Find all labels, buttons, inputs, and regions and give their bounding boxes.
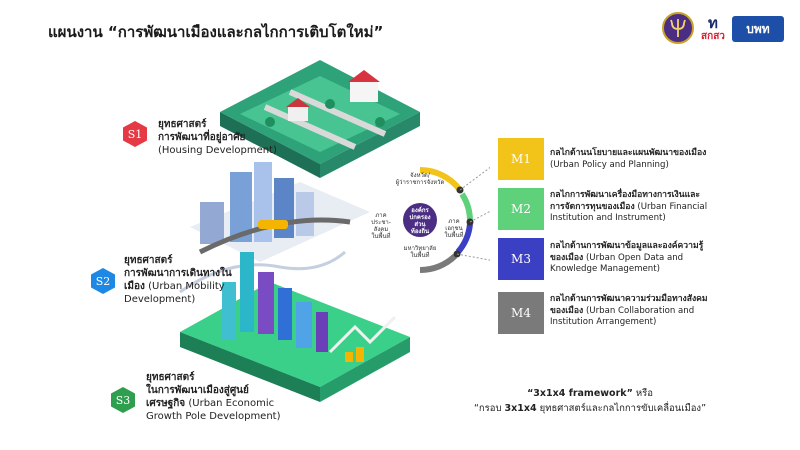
hub-left-line3: สังคม bbox=[373, 226, 389, 233]
tsri-logo-text: สกสว bbox=[701, 30, 725, 42]
hub-left-line4: ในพื้นที่ bbox=[371, 233, 391, 240]
tsri-logo: ท สกสว bbox=[700, 12, 726, 46]
strategy-s1-badge: S1 bbox=[123, 121, 147, 147]
strategy-s3-name-th: ในการพัฒนาเมืองสู่ศูนย์ bbox=[146, 385, 249, 396]
hub-top-line2: ผู้ว่าราชการจังหวัด bbox=[395, 179, 445, 186]
strategy-s2-heading: ยุทธศาสตร์ bbox=[124, 255, 173, 266]
mechanism-m2-en: (Urban Financial bbox=[637, 201, 708, 212]
hub-label-local-gov: องค์กร ปกครอง ส่วน ท้องถิ่น bbox=[400, 207, 440, 235]
strategy-s3-text: ยุทธศาสตร์ ในการพัฒนาเมืองสู่ศูนย์ เศรษฐ… bbox=[146, 371, 306, 423]
mechanism-m2-th: กลไกการพัฒนาเครื่องมือทางการเงินและ bbox=[550, 190, 701, 200]
mechanism-m3-th: กลไกด้านการพัฒนาข้อมูลและองค์ความรู้ bbox=[550, 241, 704, 251]
strategy-s3-heading: ยุทธศาสตร์ bbox=[146, 372, 195, 383]
caption-line1-rest: หรือ bbox=[632, 388, 653, 399]
hub-center-line4: ท้องถิ่น bbox=[410, 228, 430, 235]
strategy-s3-name-en2: Growth Pole Development) bbox=[146, 411, 281, 422]
economic-block-illustration bbox=[180, 252, 410, 402]
hub-bottom-line1: มหาวิทยาลัย bbox=[403, 245, 437, 252]
hub-left-line1: ภาค bbox=[375, 212, 387, 219]
strategy-s1-name-en: (Housing Development) bbox=[158, 145, 277, 156]
trident-icon bbox=[670, 19, 686, 37]
hub-label-university: มหาวิทยาลัย ในพื้นที่ bbox=[390, 245, 450, 259]
city-illustration bbox=[179, 60, 420, 402]
mechanism-m3-text: กลไกด้านการพัฒนาข้อมูลและองค์ความรู้ ของ… bbox=[550, 241, 755, 276]
pmua-logo: บพท bbox=[732, 16, 784, 42]
strategy-s2-name-en2: Development) bbox=[124, 294, 196, 305]
mechanism-m4-en2: Institution Arrangement) bbox=[550, 317, 657, 327]
page-title: แผนงาน “การพัฒนาเมืองและกลไกการเติบโตใหม… bbox=[48, 23, 384, 41]
mechanism-m1-text: กลไกด้านนโยบายและแผนพัฒนาของเมือง (Urban… bbox=[550, 148, 755, 171]
mechanism-m4-en: (Urban Collaboration and bbox=[585, 305, 695, 316]
hub-left-line2: ประชา- bbox=[371, 219, 391, 226]
mechanism-m3-en: (Urban Open Data and bbox=[585, 252, 684, 263]
strategy-s1-heading: ยุทธศาสตร์ bbox=[158, 119, 207, 130]
hub-center-line3: ส่วน bbox=[414, 221, 426, 228]
strategy-s3-badge: S3 bbox=[111, 387, 135, 413]
emblem-logo bbox=[662, 12, 694, 44]
hub-label-province: จังหวัด/ ผู้ว่าราชการจังหวัด bbox=[380, 172, 460, 186]
caption-line2-pre: “กรอบ bbox=[474, 403, 505, 414]
caption-line2: “กรอบ 3x1x4 ยุทธศาสตร์และกลไกการขับเคลื่… bbox=[440, 401, 740, 416]
mechanism-m2-en2: Institution and Instrument) bbox=[550, 213, 666, 223]
framework-caption: “3x1x4 framework” หรือ “กรอบ 3x1x4 ยุทธศ… bbox=[440, 386, 740, 416]
hub-top-line1: จังหวัด/ bbox=[410, 172, 430, 179]
mechanism-m3-badge: M3 bbox=[498, 238, 544, 280]
mechanism-m1-badge: M1 bbox=[498, 138, 544, 180]
hub-label-private: ภาค เอกชน ในพื้นที่ bbox=[440, 218, 468, 239]
caption-line1-bold: “3x1x4 framework” bbox=[527, 388, 633, 399]
mechanism-m3-th2: ของเมือง bbox=[550, 252, 584, 263]
hub-right-line3: ในพื้นที่ bbox=[444, 232, 464, 239]
hub-center-line2: ปกครอง bbox=[409, 214, 431, 221]
mechanism-m4-th2: ของเมือง bbox=[550, 305, 584, 316]
strategy-s3-name-en: (Urban Economic bbox=[188, 398, 275, 409]
mechanism-m2-badge: M2 bbox=[498, 188, 544, 230]
mechanism-m3-en2: Knowledge Management) bbox=[550, 264, 660, 274]
strategy-s3-name-th2: เศรษฐกิจ bbox=[146, 398, 186, 409]
hub-label-civil: ภาค ประชา- สังคม ในพื้นที่ bbox=[367, 212, 395, 240]
housing-block-illustration bbox=[220, 60, 420, 178]
caption-line2-bold: 3x1x4 bbox=[504, 403, 537, 414]
hub-bottom-line2: ในพื้นที่ bbox=[410, 252, 430, 259]
strategy-s1-name-th: การพัฒนาที่อยู่อาศัย bbox=[158, 132, 246, 143]
caption-line2-rest: ยุทธศาสตร์และกลไกการขับเคลื่อนเมือง” bbox=[536, 403, 706, 414]
strategy-s2-name-en: (Urban Mobility bbox=[148, 281, 225, 292]
mechanism-m4-text: กลไกด้านการพัฒนาความร่วมมือทางสังคม ของเ… bbox=[550, 294, 755, 329]
mechanism-m4-badge: M4 bbox=[498, 292, 544, 334]
mechanism-m2-text: กลไกการพัฒนาเครื่องมือทางการเงินและ การจ… bbox=[550, 190, 755, 225]
mobility-block-illustration bbox=[179, 162, 370, 294]
mechanism-m1-en: (Urban Policy and Planning) bbox=[550, 159, 669, 170]
hub-ring bbox=[403, 166, 490, 274]
hub-right-line2: เอกชน bbox=[445, 225, 463, 232]
mechanism-m1-th: กลไกด้านนโยบายและแผนพัฒนาของเมือง bbox=[550, 148, 707, 158]
strategy-s1-text: ยุทธศาสตร์ การพัฒนาที่อยู่อาศัย (Housing… bbox=[158, 118, 308, 157]
mechanism-m4-th: กลไกด้านการพัฒนาความร่วมมือทางสังคม bbox=[550, 294, 708, 304]
strategy-s2-text: ยุทธศาสตร์ การพัฒนาการเดินทางใน เมือง (U… bbox=[124, 254, 284, 306]
caption-line1: “3x1x4 framework” หรือ bbox=[440, 386, 740, 401]
tsri-mark-icon: ท bbox=[708, 13, 718, 32]
hub-center-line1: องค์กร bbox=[411, 207, 429, 214]
strategy-s2-name-th: การพัฒนาการเดินทางใน bbox=[124, 268, 232, 279]
strategy-s2-name-th2: เมือง bbox=[124, 281, 145, 292]
mechanism-m2-th2: การจัดการทุนของเมือง bbox=[550, 201, 635, 212]
hub-right-line1: ภาค bbox=[448, 218, 460, 225]
strategy-s2-badge: S2 bbox=[91, 268, 115, 294]
